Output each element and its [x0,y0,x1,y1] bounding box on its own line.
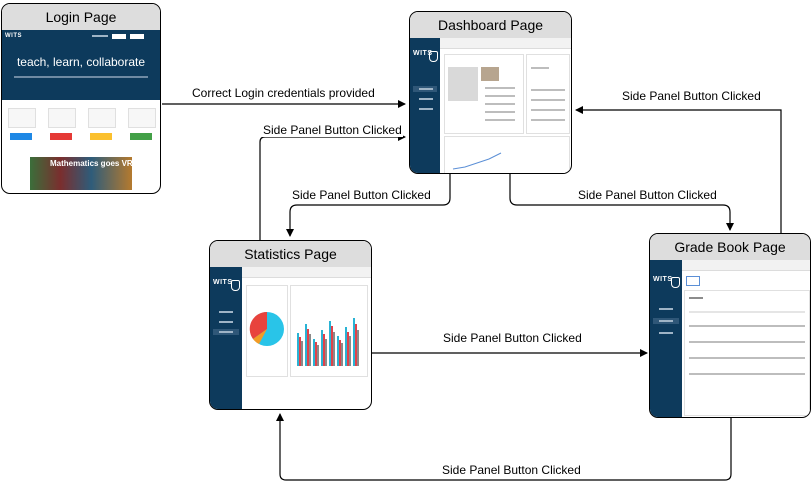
crest-icon [231,280,240,291]
login-subtext [14,76,148,78]
logo: WITS [413,50,433,57]
mini-bar [321,330,323,366]
mini-bar [353,318,355,366]
node-title: Login Page [2,4,160,31]
map-thumbnail [481,67,499,81]
edge-dashboard-to-statistics [286,174,451,237]
mini-bar [299,337,301,366]
mini-bar-chart [297,318,359,366]
sidebar: WITS [650,260,682,417]
sidebar-item [213,329,239,335]
edge-dashboard-to-gradebook [509,174,734,231]
sidebar-item [213,309,239,315]
node-title: Grade Book Page [650,234,810,261]
info-card [526,54,570,134]
login-tagline: teach, learn, collaborate [16,55,146,69]
dashboard-page-screenshot: WITS [410,38,571,173]
mini-bar [329,321,331,366]
bar-chart-card [290,285,368,377]
mini-line-graph [452,152,502,170]
edge-label-gradebook-to-statistics: Side Panel Button Clicked [441,463,582,477]
mini-bar [331,326,333,366]
mini-bar [297,333,299,366]
edge-statistics-to-dashboard [259,133,406,240]
sidebar-item [413,106,437,112]
mini-bar [305,324,307,366]
filter-button [686,276,700,286]
mini-bar [301,341,303,366]
node-gradebook-page: Grade Book Page WITS [649,233,811,418]
mini-bar [325,339,327,366]
vr-banner-text: Mathematics goes VR [50,159,133,168]
gradebook-page-screenshot: WITS [650,260,810,417]
profile-card [444,54,524,134]
logo: WITS [5,33,22,39]
nav-button [130,34,144,39]
sidebar-item [653,330,679,336]
statistics-page-screenshot: WITS [210,267,371,409]
mini-bar [307,329,309,366]
course-button [50,133,72,140]
topbar [440,38,571,49]
course-card [88,108,116,128]
mini-bar [355,324,357,366]
sidebar-item [413,96,437,102]
vr-banner: Mathematics goes VR [30,157,133,190]
course-card [8,108,36,128]
topbar [682,260,810,271]
edge-label-dashboard-to-gradebook: Side Panel Button Clicked [577,188,718,202]
course-button [10,133,32,140]
topbar [242,267,371,278]
nav-button [112,34,126,39]
mini-bar [347,332,349,366]
sidebar-item [413,86,437,92]
crest-icon [429,51,438,62]
grades-table [684,290,810,416]
edge-label-login-to-dashboard: Correct Login credentials provided [191,86,376,100]
mini-bar [349,336,351,366]
sidebar: WITS [410,38,440,173]
node-dashboard-page: Dashboard Page WITS [409,11,572,174]
logo: WITS [213,279,233,286]
edge-label-statistics-to-gradebook: Side Panel Button Clicked [442,331,583,345]
sidebar-item [653,306,679,312]
sidebar-item [653,318,679,324]
node-login-page: Login Page WITS teach, learn, collaborat… [1,3,161,194]
sidebar-item [213,319,239,325]
nav-link [92,35,108,37]
course-button [130,133,152,140]
node-title: Statistics Page [210,241,371,268]
mini-bar [313,339,315,366]
node-title: Dashboard Page [410,12,571,39]
edge-label-statistics-to-dashboard: Side Panel Button Clicked [262,123,403,137]
login-page-screenshot: WITS teach, learn, collaborate Mathemati… [2,30,160,193]
mini-bar [333,332,335,366]
crest-icon [671,277,680,288]
pie-card [246,285,288,377]
login-hero [2,30,160,100]
mini-bar [337,336,339,366]
mini-bar [315,342,317,366]
mini-bar [323,334,325,366]
node-statistics-page: Statistics Page WITS [209,240,372,410]
course-card [128,108,156,128]
course-button [90,133,112,140]
edge-gradebook-to-dashboard [575,106,782,233]
mini-bar [357,330,359,366]
mini-bar [341,343,343,366]
avatar [448,67,478,101]
edge-label-dashboard-to-statistics: Side Panel Button Clicked [291,188,432,202]
mini-bar [339,340,341,366]
sidebar: WITS [210,267,242,409]
logo: WITS [653,276,673,283]
mini-pie-chart [249,311,284,346]
graph-card [444,136,570,173]
mini-bar [317,345,319,366]
course-card [48,108,76,128]
mini-bar [309,334,311,366]
edge-gradebook-to-statistics [276,413,732,481]
mini-bar [345,327,347,366]
edge-label-gradebook-to-dashboard: Side Panel Button Clicked [621,89,762,103]
